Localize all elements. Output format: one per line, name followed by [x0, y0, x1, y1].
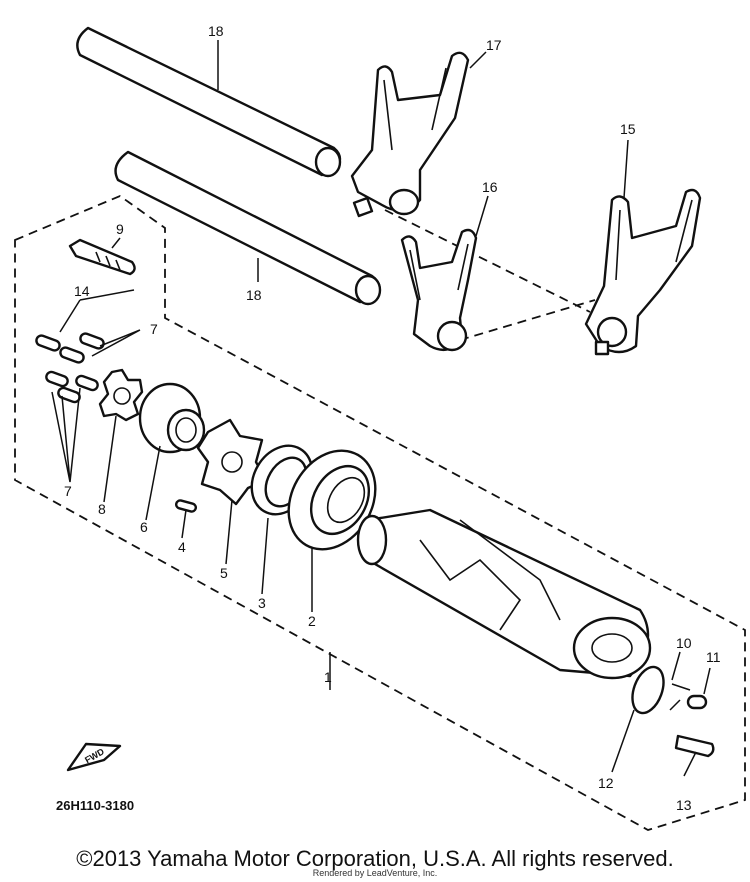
shift-fork-shaft-lower: [114, 150, 382, 306]
part-code: 26H110-3180: [56, 798, 134, 813]
star-plate-5: [196, 418, 268, 506]
callout-5: 5: [220, 565, 228, 581]
shift-fork-17: [350, 51, 470, 218]
bearing-11: [686, 694, 708, 710]
washer-12: [631, 665, 665, 715]
pin-10: [671, 683, 691, 691]
copyright-text: ©2013 Yamaha Motor Corporation, U.S.A. A…: [76, 846, 674, 871]
screw-9: [68, 238, 136, 276]
callout-2: 2: [308, 613, 316, 629]
callout-8: 8: [98, 501, 106, 517]
callout-6: 6: [140, 519, 148, 535]
callout-15: 15: [620, 121, 636, 137]
leader-lines: [51, 40, 711, 777]
callout-10: 10: [676, 635, 692, 651]
segment-8: [98, 368, 144, 422]
callout-13: 13: [676, 797, 692, 813]
callout-4: 4: [178, 539, 186, 555]
fwd-arrow-icon: FWD: [66, 742, 122, 772]
shift-cam-drum: [356, 508, 652, 680]
screw-13: [674, 734, 715, 758]
callout-18-lower: 18: [246, 287, 262, 303]
callout-18-upper: 18: [208, 23, 224, 39]
pins-group: [35, 332, 105, 404]
callout-16: 16: [482, 179, 498, 195]
callout-1: 1: [324, 669, 332, 685]
callout-3: 3: [258, 595, 266, 611]
shift-fork-15: [584, 188, 702, 356]
callout-14: 14: [74, 283, 90, 299]
assembly-boundary: [14, 194, 746, 831]
rendered-by-text: Rendered by LeadVenture, Inc.: [312, 868, 438, 878]
cam-segment-6: [138, 382, 206, 454]
shift-fork-16: [400, 228, 478, 352]
callout-17: 17: [486, 37, 502, 53]
bearing-2: [287, 449, 377, 551]
pin-4: [175, 499, 197, 513]
shift-fork-shaft-upper: [76, 26, 342, 178]
fork-alignment-line: [384, 209, 596, 341]
callout-7-lower: 7: [64, 483, 72, 499]
callout-7-upper: 7: [150, 321, 158, 337]
callout-9: 9: [116, 221, 124, 237]
callout-12: 12: [598, 775, 614, 791]
callout-11: 11: [706, 649, 721, 665]
